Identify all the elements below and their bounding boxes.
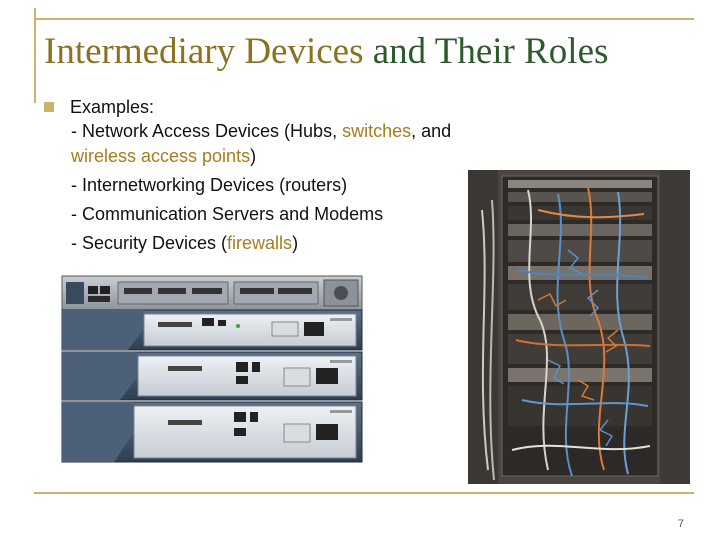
router-stack-image xyxy=(61,275,363,463)
router-unit-2 xyxy=(61,309,363,351)
line-4-text: - Communication Servers and Modems xyxy=(71,204,384,224)
line-communication-servers: - Communication Servers and Modems xyxy=(71,202,383,226)
line-1-text-c: , and xyxy=(411,121,452,141)
router-unit-top xyxy=(61,275,363,311)
switches-link[interactable]: switches xyxy=(342,121,412,141)
line-2-text-b: ) xyxy=(250,146,257,166)
bottom-rule xyxy=(34,492,694,494)
title-part-2: and Their Roles xyxy=(363,31,609,72)
bullet-square-icon xyxy=(44,102,54,112)
line-wireless: wireless access points) xyxy=(71,144,256,168)
page-number: 7 xyxy=(677,518,684,530)
line-3-text: - Internetworking Devices (routers) xyxy=(71,175,348,195)
bullet-examples: Examples: xyxy=(44,96,154,118)
firewalls-link[interactable]: firewalls xyxy=(227,233,293,253)
bullet-label: Examples: xyxy=(70,97,155,117)
title-part-1: Intermediary Devices xyxy=(44,31,364,72)
router-unit-3 xyxy=(61,351,363,401)
router-unit-4 xyxy=(61,401,363,463)
line-network-access: - Network Access Devices (Hubs, switches… xyxy=(71,119,451,143)
network-rack-image xyxy=(468,170,690,484)
left-rule xyxy=(34,8,36,103)
line-5-text-a: - Security Devices ( xyxy=(71,233,228,253)
wireless-access-points-link[interactable]: wireless access points xyxy=(71,146,251,166)
line-security-devices: - Security Devices (firewalls) xyxy=(71,231,298,255)
line-internetworking: - Internetworking Devices (routers) xyxy=(71,173,347,197)
top-rule xyxy=(34,18,694,20)
slide-title: Intermediary Devices and Their Roles xyxy=(44,30,608,74)
line-5-text-c: ) xyxy=(292,233,299,253)
line-1-text-a: - Network Access Devices (Hubs, xyxy=(71,121,343,141)
